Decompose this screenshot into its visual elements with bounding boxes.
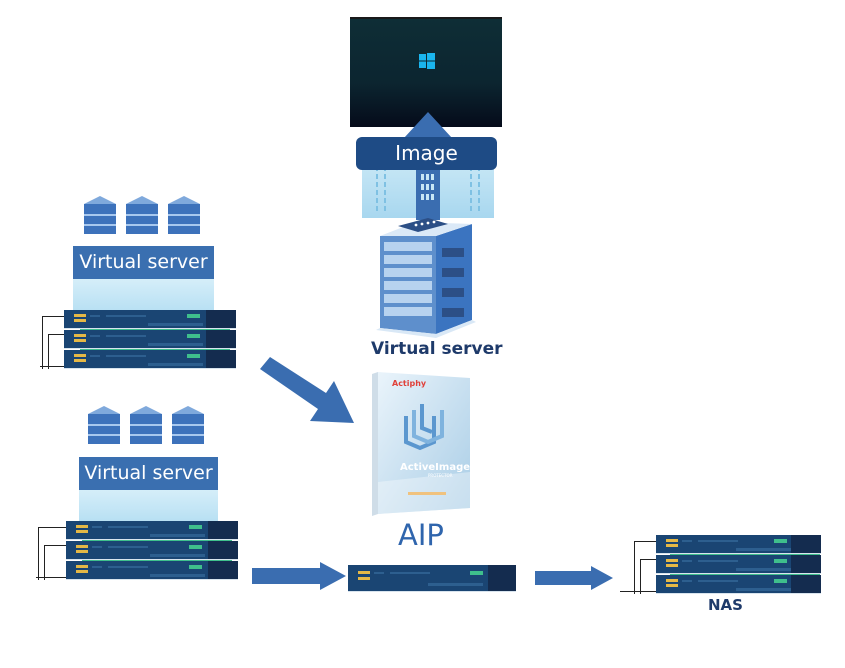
virtual-server-stack-icon xyxy=(172,406,204,444)
right-arrow-nas-icon xyxy=(535,566,613,590)
image-label: Image xyxy=(356,137,497,170)
aip-rack-server xyxy=(348,565,516,592)
vm-icons-group-2 xyxy=(88,406,204,444)
vs-beam-1 xyxy=(73,279,214,311)
product-subtitle-text: PROTECTOR xyxy=(428,473,453,478)
brand-logo-text: Actiphy xyxy=(392,379,427,388)
activeimage-product-box: Actiphy ActiveImage PROTECTOR xyxy=(372,372,470,516)
diagonal-arrow-icon xyxy=(260,357,354,423)
monitor-screen xyxy=(350,17,502,127)
virtual-server-stack-icon xyxy=(168,196,200,234)
virtual-server-label-2: Virtual server xyxy=(79,457,218,490)
virtual-server-stack-icon xyxy=(126,196,158,234)
rack-server-1 xyxy=(40,310,240,369)
vs-beam-2 xyxy=(79,490,218,521)
nas-rack xyxy=(620,535,825,594)
nas-label: NAS xyxy=(708,596,743,614)
windows-logo-icon xyxy=(419,53,435,69)
product-name-text: ActiveImage xyxy=(400,462,470,473)
vm-icons-group-1 xyxy=(84,196,200,234)
virtual-server-stack-icon xyxy=(88,406,120,444)
virtual-server-label-1: Virtual server xyxy=(73,246,214,279)
right-arrow-icon xyxy=(252,562,346,590)
virtual-server-label-center: Virtual server xyxy=(371,339,503,359)
tower-server-icon xyxy=(376,218,476,338)
rack-server-2 xyxy=(36,521,242,580)
virtual-server-stack-icon xyxy=(84,196,116,234)
virtual-server-stack-icon xyxy=(130,406,162,444)
aip-label: AIP xyxy=(398,518,444,552)
